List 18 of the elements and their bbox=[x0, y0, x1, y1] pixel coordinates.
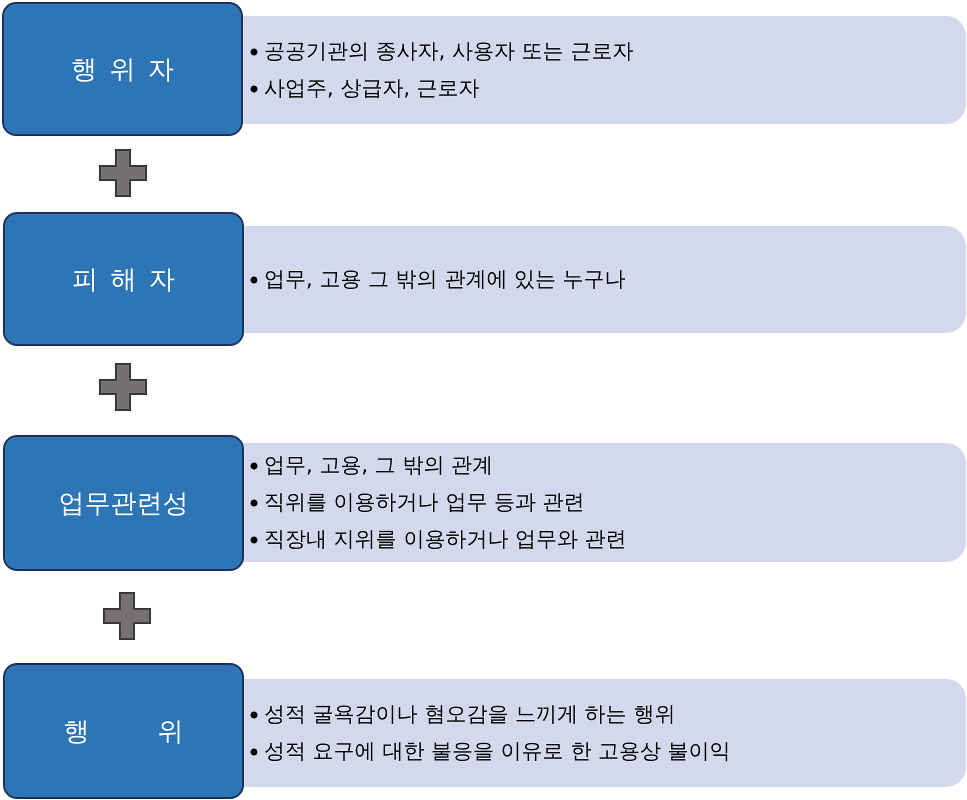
category-title: 행 위 자 bbox=[71, 54, 174, 86]
category-box bbox=[3, 435, 244, 571]
category-title: 업무관련성 bbox=[58, 488, 188, 520]
bullet-item: 공공기관의 종사자, 사용자 또는 근로자 bbox=[264, 38, 634, 65]
category-box bbox=[2, 2, 243, 136]
bullet-item: 사업주, 상급자, 근로자 bbox=[264, 75, 480, 102]
category-title: 행 위 bbox=[63, 716, 184, 748]
bullet-item: 직장내 지위를 이용하거나 업무와 관련 bbox=[264, 526, 627, 553]
category-title: 피 해 자 bbox=[72, 264, 175, 296]
description-panel bbox=[240, 16, 966, 124]
description-panel bbox=[240, 443, 966, 562]
category-box bbox=[3, 663, 244, 799]
bullet-item: 업무, 고용, 그 밖의 관계 bbox=[264, 452, 494, 479]
bullet-item: 성적 굴욕감이나 혐오감을 느끼게 하는 행위 bbox=[264, 701, 676, 728]
bullet-item: 직위를 이용하거나 업무 등과 관련 bbox=[264, 489, 585, 516]
bullet-item: 업무, 고용 그 밖의 관계에 있는 누구나 bbox=[264, 266, 626, 293]
bullet-item: 성적 요구에 대한 불응을 이유로 한 고용상 불이익 bbox=[264, 738, 731, 765]
category-box bbox=[3, 212, 244, 346]
